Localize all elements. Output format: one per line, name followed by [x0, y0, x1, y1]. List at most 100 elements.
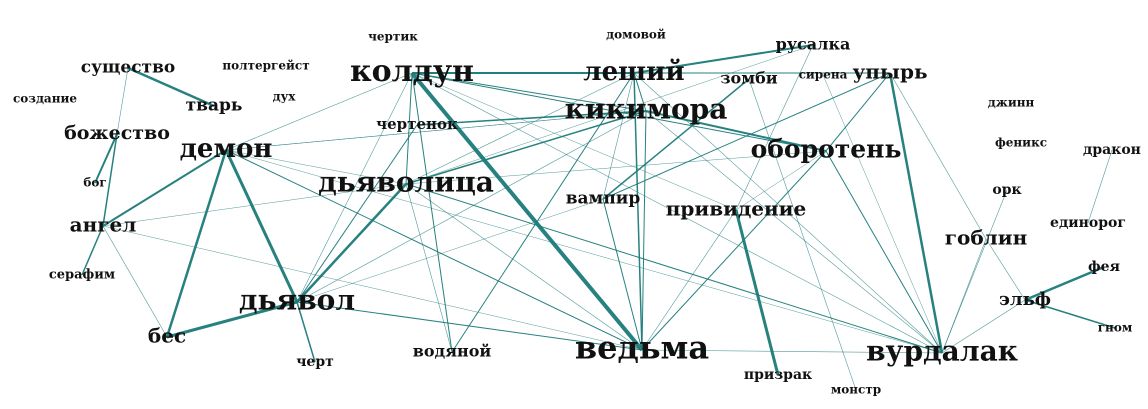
edge-sirena-vurdalak [822, 74, 943, 354]
node-feya: фея [1088, 259, 1120, 275]
edge-privedenie-vedma [641, 209, 737, 351]
edge-privedenie-prizrak [734, 209, 780, 376]
node-sirena: сирена [799, 68, 848, 82]
node-elf: эльф [999, 289, 1051, 310]
edge-dyavolitsa-vodyanoy [405, 183, 453, 353]
node-prizrak: призрак [744, 367, 812, 383]
node-dyavolitsa: дьяволица [318, 166, 494, 199]
edge-kikimora-dyavol [296, 110, 647, 303]
edge-kikimora-oboroten [645, 110, 827, 152]
node-vampir: вампир [566, 189, 641, 209]
edge-leshiy-kikimora [633, 72, 647, 112]
edge-koldun-kikimora [411, 72, 647, 112]
node-dyavol: дьявол [239, 284, 355, 317]
edge-angel-bes [102, 225, 168, 338]
edge-dyavol-chertenok [296, 124, 418, 303]
edge-upyr-goblin [889, 72, 987, 240]
edge-upyr-vurdalak [888, 72, 944, 354]
edge-dyavol-bes [166, 300, 298, 339]
node-chert: черт [296, 354, 334, 370]
node-chertik: чертик [368, 30, 418, 44]
node-goblin: гоблин [945, 226, 1028, 250]
edge-koldun-dyavolitsa [405, 72, 413, 185]
node-oboroten: оборотень [751, 135, 902, 164]
graph-nodes: колдун леший кикимора дьяволица демон дьявол в… [13, 28, 1141, 397]
node-bozhestvo: божество [64, 122, 170, 144]
edge-leshiy-vampir [602, 72, 635, 200]
edge-koldun-vedma [410, 71, 644, 352]
edge-dyavol-vedma [296, 301, 643, 351]
edge-leshiy-rusalka [633, 44, 814, 74]
edge-rusalka-privedenie [735, 44, 814, 211]
edge-dyavol-chert [296, 301, 316, 363]
edge-angel-vedma [102, 225, 643, 351]
edge-dyavolitsa-demon [225, 149, 407, 185]
edge-sushchestvo-tvar [127, 66, 215, 108]
node-drakon: дракон [1083, 142, 1141, 158]
edge-elf-feya [1024, 265, 1105, 302]
edge-koldun-vodyanoy [411, 72, 453, 353]
edge-koldun-demon [225, 72, 413, 151]
edge-oboroten-dyavolitsa [405, 150, 827, 185]
edge-oboroten-vurdalak [825, 150, 943, 354]
edge-leshiy-vedma [633, 72, 643, 351]
edge-kikimora-dyavolitsa [405, 110, 647, 185]
edge-kikimora-vurdalak [645, 110, 943, 354]
edge-leshiy-dyavolitsa [405, 72, 635, 185]
node-dzhinn: джинн [988, 96, 1035, 110]
edge-koldun-dyavol [296, 72, 413, 303]
edge-kikimora-vedma [641, 110, 647, 351]
node-vurdalak: вурдалак [866, 335, 1018, 368]
node-bes: бес [148, 324, 186, 348]
node-serafim: серафим [49, 268, 115, 283]
edge-dyavolitsa-dyavol [296, 183, 407, 303]
edge-upyr-oboroten [825, 72, 891, 152]
edge-vedma-vampir [602, 198, 643, 351]
edge-dyavolitsa-angel [102, 183, 407, 227]
graph-edges [81, 44, 1116, 391]
node-dukh: дух [273, 90, 297, 104]
node-angel: ангел [70, 213, 137, 237]
edge-demon-dyavol [224, 149, 299, 303]
edge-demon-vedma [225, 149, 643, 351]
edge-bozhestvo-sushchestvo [116, 67, 129, 135]
node-gnom: гном [1098, 321, 1133, 335]
edge-vurdalak-elf [941, 299, 1026, 354]
edge-dyavol-vampir [296, 198, 604, 303]
edge-demon-vurdalak [225, 149, 943, 354]
edge-zombi-monstr [748, 78, 857, 391]
node-ork: орк [992, 182, 1021, 198]
edge-oboroten-privedenie [735, 150, 827, 211]
node-zombi: зомби [720, 69, 777, 88]
node-chertenok: чертенок [376, 115, 458, 133]
edge-koldun-privedenie [411, 72, 737, 211]
edge-bozhestvo-bog [94, 133, 118, 184]
node-koldun: колдун [350, 54, 474, 89]
node-kikimora: кикимора [565, 93, 728, 126]
edge-dyavolitsa-vurdalak [405, 183, 943, 354]
edge-elf-gnom [1024, 299, 1116, 329]
node-poltergeist: полтергейст [222, 59, 309, 73]
node-monstr: монстр [831, 383, 881, 397]
node-leshiy: леший [583, 57, 684, 87]
edge-vurdalak-ork [941, 189, 1008, 354]
edge-vedma-vurdalak [641, 349, 943, 354]
edge-kikimora-chertenok [416, 110, 647, 126]
node-sushchestvo: существо [81, 58, 175, 78]
edge-leshiy-vodyanoy [451, 72, 635, 353]
node-feniks: феникс [995, 136, 1047, 150]
node-vodyanoy: водяной [413, 342, 492, 361]
edge-demon-angel [102, 149, 227, 227]
node-demon: демон [180, 134, 273, 164]
edge-drakon-edinorog [1087, 149, 1113, 224]
edge-demon-bes [165, 149, 228, 338]
edge-bozhestvo-angel [102, 133, 118, 227]
edge-elf-goblin [985, 238, 1026, 301]
edge-demon-kikimora [225, 110, 647, 151]
node-bog: бог [83, 176, 106, 190]
node-tvar: тварь [186, 96, 243, 116]
edge-zombi-vampir [602, 78, 750, 200]
edge-oboroten-vedma [641, 150, 827, 351]
node-domovoy: домовой [606, 28, 666, 42]
edge-angel-serafim [81, 225, 104, 276]
